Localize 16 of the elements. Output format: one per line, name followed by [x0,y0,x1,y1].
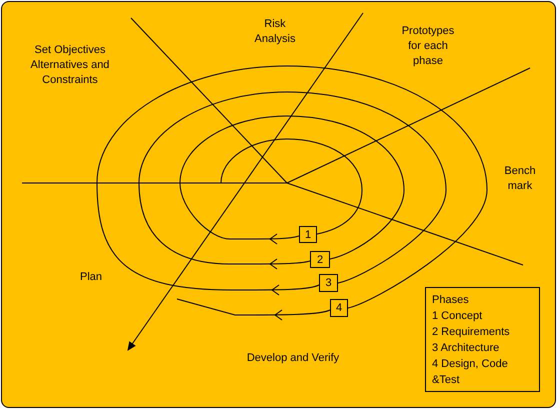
phase-item: 3 Architecture [432,341,500,356]
quadrant-label: Plan [78,270,104,285]
phase-item: 2 Requirements [432,325,511,340]
phase-item: 1 Concept [432,309,484,324]
quadrant-label: Develop and Verify [246,351,340,366]
phase-number: 2 [310,251,330,268]
quadrant-label: Set Objectives Alternatives and Constraints [30,43,110,88]
quadrant-label: Bench mark [503,164,537,194]
phase-item: 4 Design, Code &Test [432,357,509,388]
phases-legend-box [425,287,540,392]
quadrant-label: Prototypes for each phase [400,24,456,69]
quadrant-label: Risk Analysis [254,17,296,47]
phase-number: 3 [319,274,338,292]
phase-number: 4 [330,299,348,317]
phase-number: 1 [299,226,317,243]
legend-heading: Phases [432,293,470,308]
